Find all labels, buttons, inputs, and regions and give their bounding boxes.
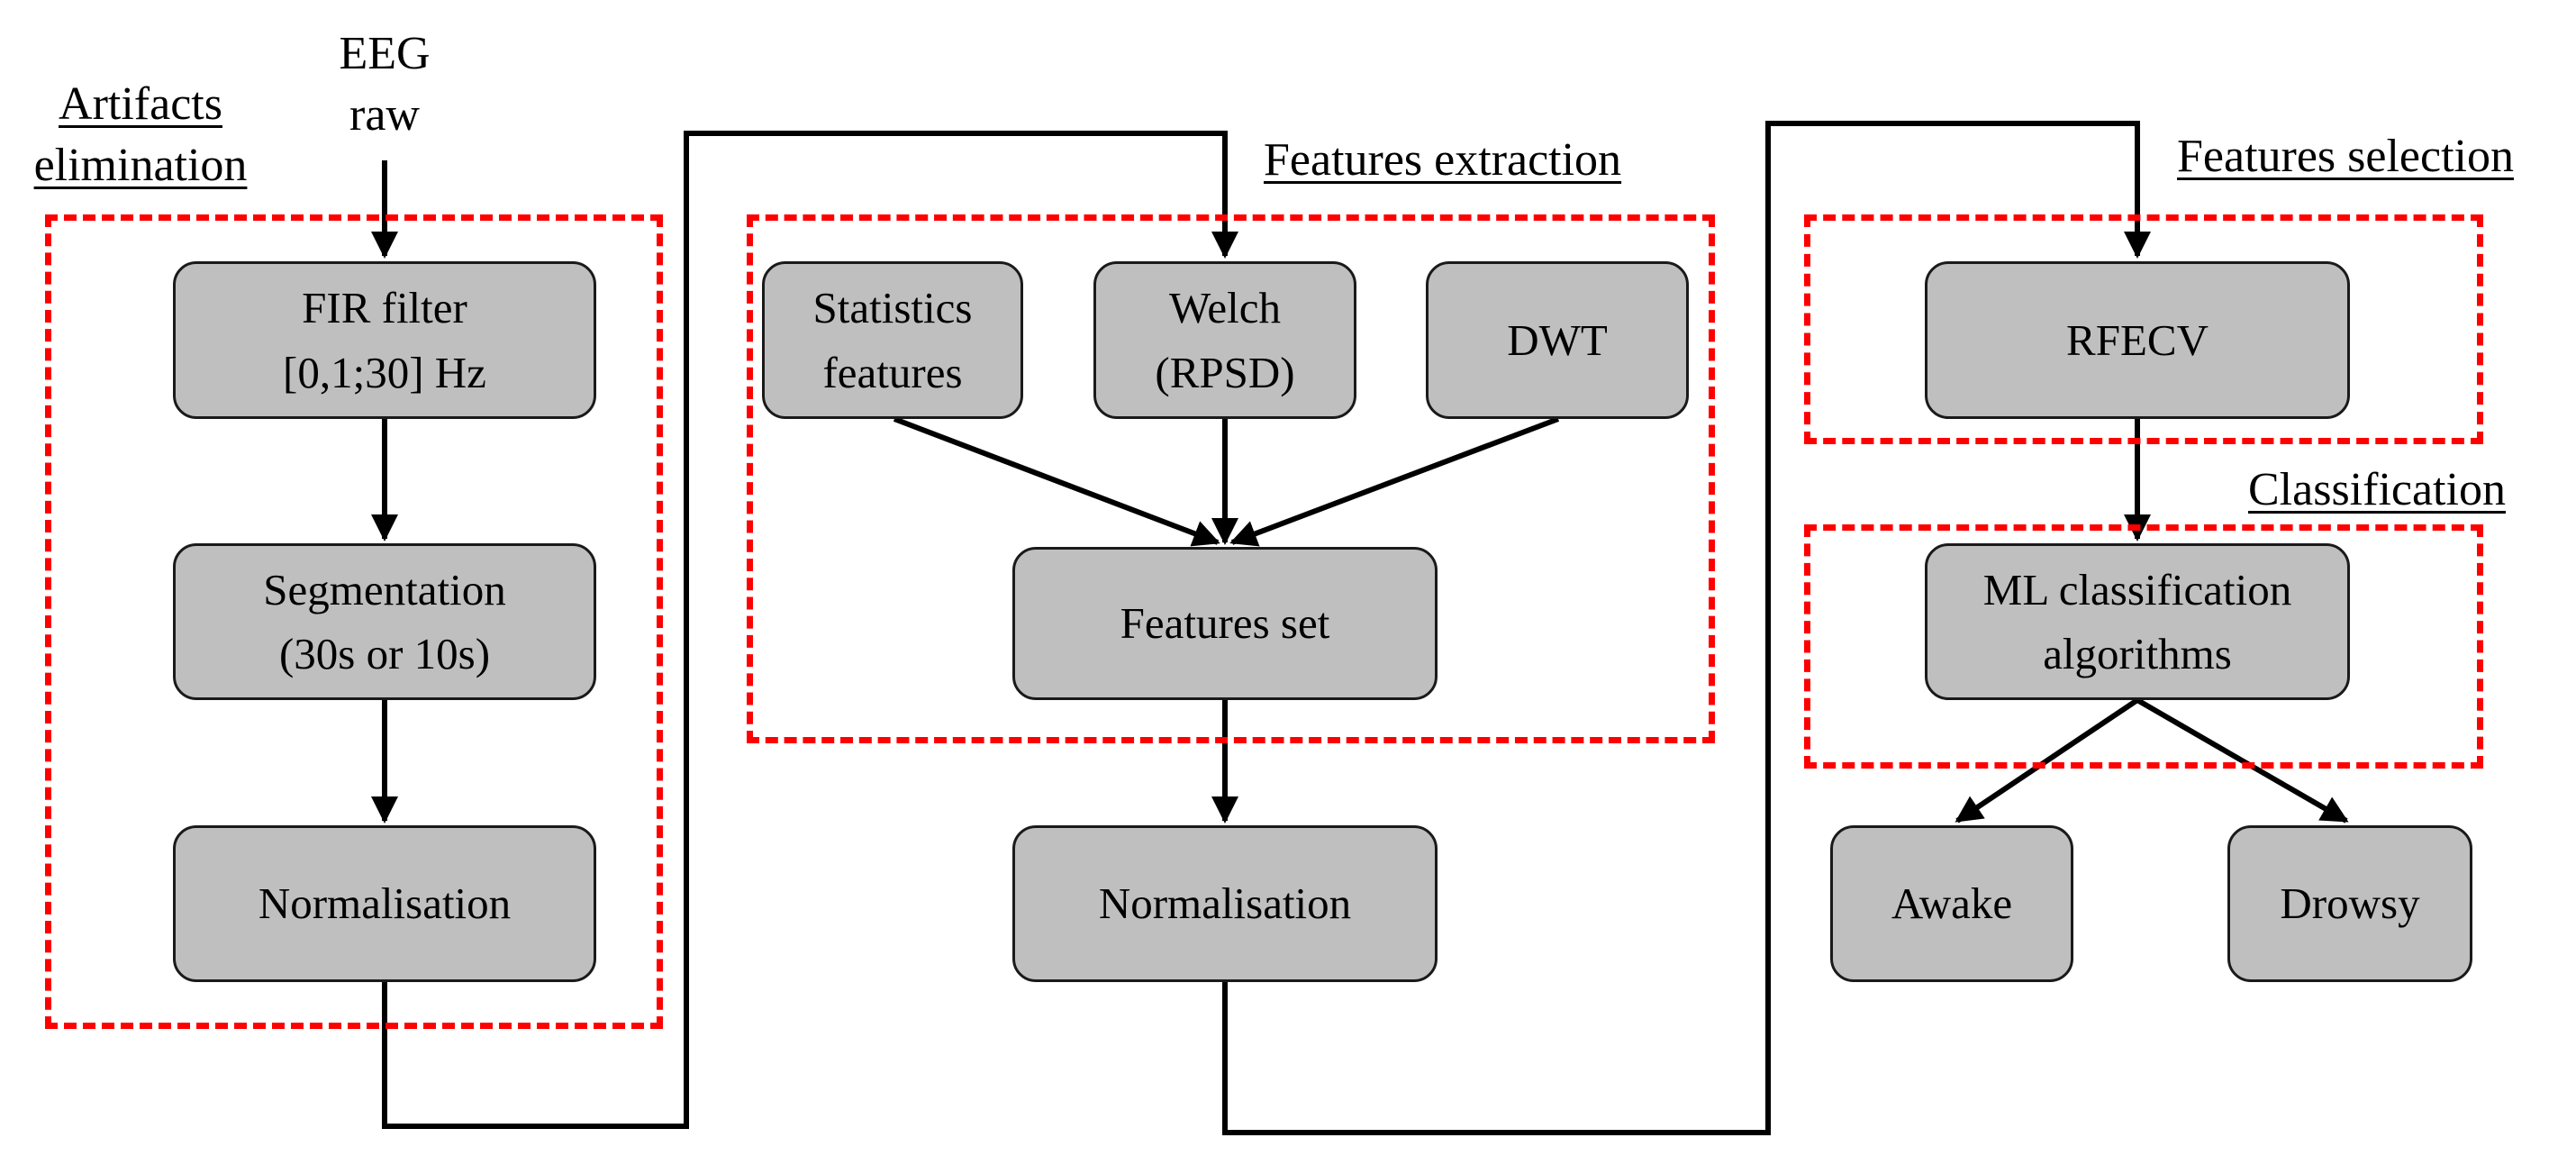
caption-features-selection: Features selection [2177,131,2514,182]
node-statistics-line1: Statistics [812,283,973,333]
node-features-set: Features set [1012,547,1438,700]
node-normalisation-1: Normalisation [173,825,596,982]
caption-classification: Classification [2248,464,2506,515]
node-dwt: DWT [1426,261,1689,419]
node-segmentation-line2: (30s or 10s) [278,629,491,678]
node-drowsy-label: Drowsy [2280,878,2420,929]
node-ml-classification: ML classification algorithms [1925,543,2350,700]
caption-artifacts-line2: elimination [33,139,248,191]
node-segmentation: Segmentation (30s or 10s) [173,543,596,700]
node-normalisation-2-label: Normalisation [1098,878,1352,929]
node-awake: Awake [1830,825,2073,982]
node-normalisation-1-label: Normalisation [258,878,512,929]
caption-artifacts-line1: Artifacts [59,78,222,130]
node-ml-line2: algorithms [2043,629,2232,678]
caption-features-extraction: Features extraction [1264,134,1622,186]
node-rfecv-label: RFECV [2066,314,2209,365]
eeg-raw-line2: raw [349,88,420,141]
node-statistics-features: Statistics features [762,261,1023,419]
arrow-ml-to-awake [1955,697,2139,824]
node-dwt-label: DWT [1507,314,1608,365]
eeg-raw-label: EEG raw [313,23,457,145]
connector-normalisation-to-rfecv [1222,121,2151,1135]
node-awake-label: Awake [1891,878,2013,929]
node-fir-filter: FIR filter [0,1;30] Hz [173,261,596,419]
arrow-dwt-to-featureset [1229,416,1560,547]
node-rfecv: RFECV [1925,261,2350,419]
arrow-ml-to-drowsy [2136,697,2349,824]
node-normalisation-2: Normalisation [1012,825,1438,982]
node-fir-line2: [0,1;30] Hz [283,347,486,397]
node-ml-line1: ML classification [1982,564,2292,614]
node-segmentation-line1: Segmentation [263,564,506,614]
frame-features-extraction [747,214,1715,743]
node-welch-line2: (RPSD) [1155,347,1295,397]
caption-artifacts-elimination: Artifacts elimination [20,74,261,196]
connector-normalisation-to-welch [382,131,1238,1129]
frame-features-selection [1804,214,2483,444]
frame-artifacts-elimination [45,214,663,1029]
node-drowsy: Drowsy [2227,825,2472,982]
node-welch-line1: Welch [1169,283,1281,333]
node-fir-line1: FIR filter [302,283,467,333]
arrow-statistics-to-featureset [893,416,1220,547]
node-statistics-line2: features [822,347,963,397]
frame-classification [1804,524,2483,769]
eeg-raw-line1: EEG [339,28,431,79]
node-welch-rpsd: Welch (RPSD) [1093,261,1356,419]
node-features-set-label: Features set [1120,598,1330,649]
